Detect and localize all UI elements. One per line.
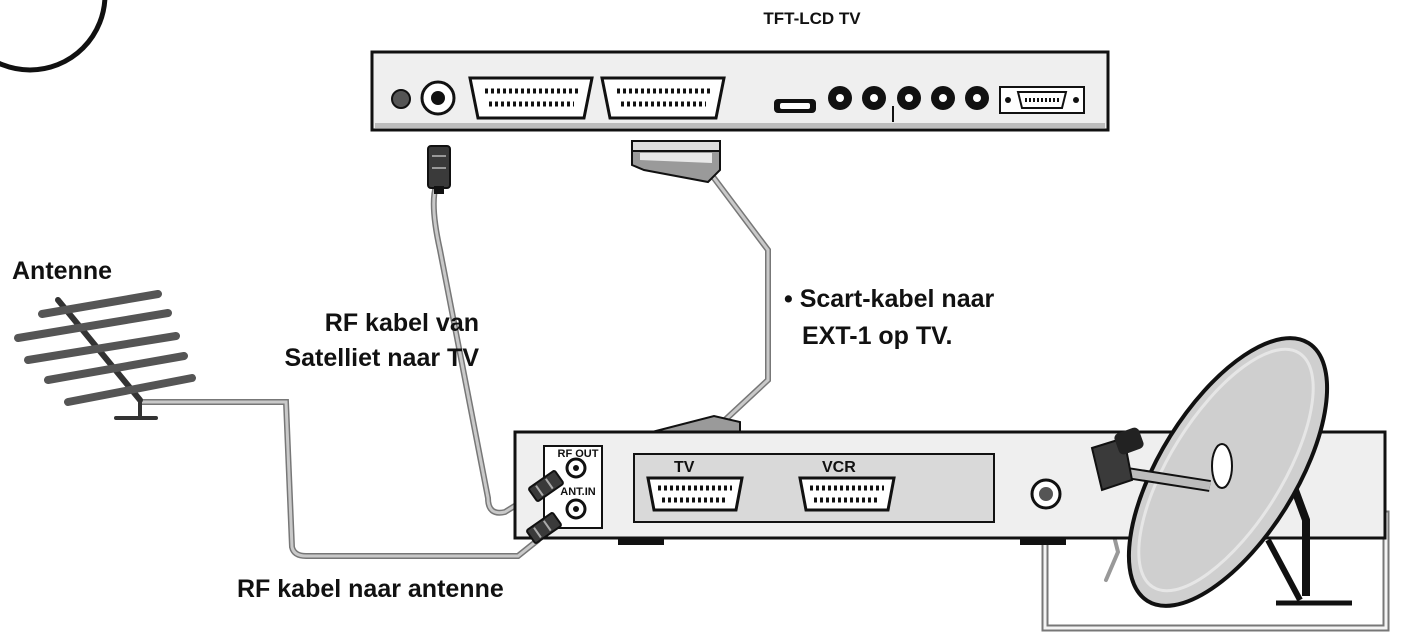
ant-in-label: ANT.IN xyxy=(560,486,596,498)
rf-to-antenna-label: RF kabel naar antenne xyxy=(237,575,504,603)
scart-tv-label: TV xyxy=(674,459,695,476)
tv-vga-port xyxy=(999,86,1085,114)
rf-out-label: RF OUT xyxy=(558,448,599,460)
antenna-icon xyxy=(14,290,196,420)
language-badge xyxy=(0,0,108,73)
antenna-label: Antenne xyxy=(12,257,112,285)
scart-plug-tv-end xyxy=(631,140,721,184)
receiver-scart-vcr xyxy=(798,476,896,512)
receiver-scart-tv xyxy=(646,476,744,512)
receiver-rf-out-port xyxy=(565,457,587,479)
tv-rf-socket xyxy=(420,80,456,116)
rf-sat-to-tv-label-line1: RF kabel van xyxy=(325,309,479,337)
lnb-icon xyxy=(1090,427,1144,492)
satellite-dish-icon xyxy=(1090,336,1352,608)
scart-cable-label-line2: EXT-1 op TV. xyxy=(802,322,953,350)
rf-cable-sat-to-tv xyxy=(430,183,532,516)
tv-title: TFT-LCD TV xyxy=(763,9,861,28)
rf-cable-to-antenna xyxy=(139,399,541,559)
receiver-ant-in-port xyxy=(565,498,587,520)
tv-rca-jacks xyxy=(828,86,989,122)
tv-back-panel xyxy=(370,50,1110,132)
rf-sat-to-tv-label-line2: Satelliet naar TV xyxy=(284,344,479,372)
scart-cable-label-line1: • Scart-kabel naar xyxy=(784,285,995,313)
tv-hdmi-port xyxy=(774,99,816,113)
rf-plug-receiver-rf-out xyxy=(528,470,564,502)
tv-scart-ext2 xyxy=(600,76,726,120)
rf-plug-receiver-ant-in xyxy=(526,512,562,544)
rf-plug-tv-end xyxy=(427,145,451,194)
tv-audio-jack xyxy=(391,89,411,109)
scart-cable xyxy=(711,175,771,423)
tv-scart-ext1 xyxy=(468,76,594,120)
scart-vcr-label: VCR xyxy=(822,459,856,476)
receiver-lnb-in-port xyxy=(1030,478,1062,510)
